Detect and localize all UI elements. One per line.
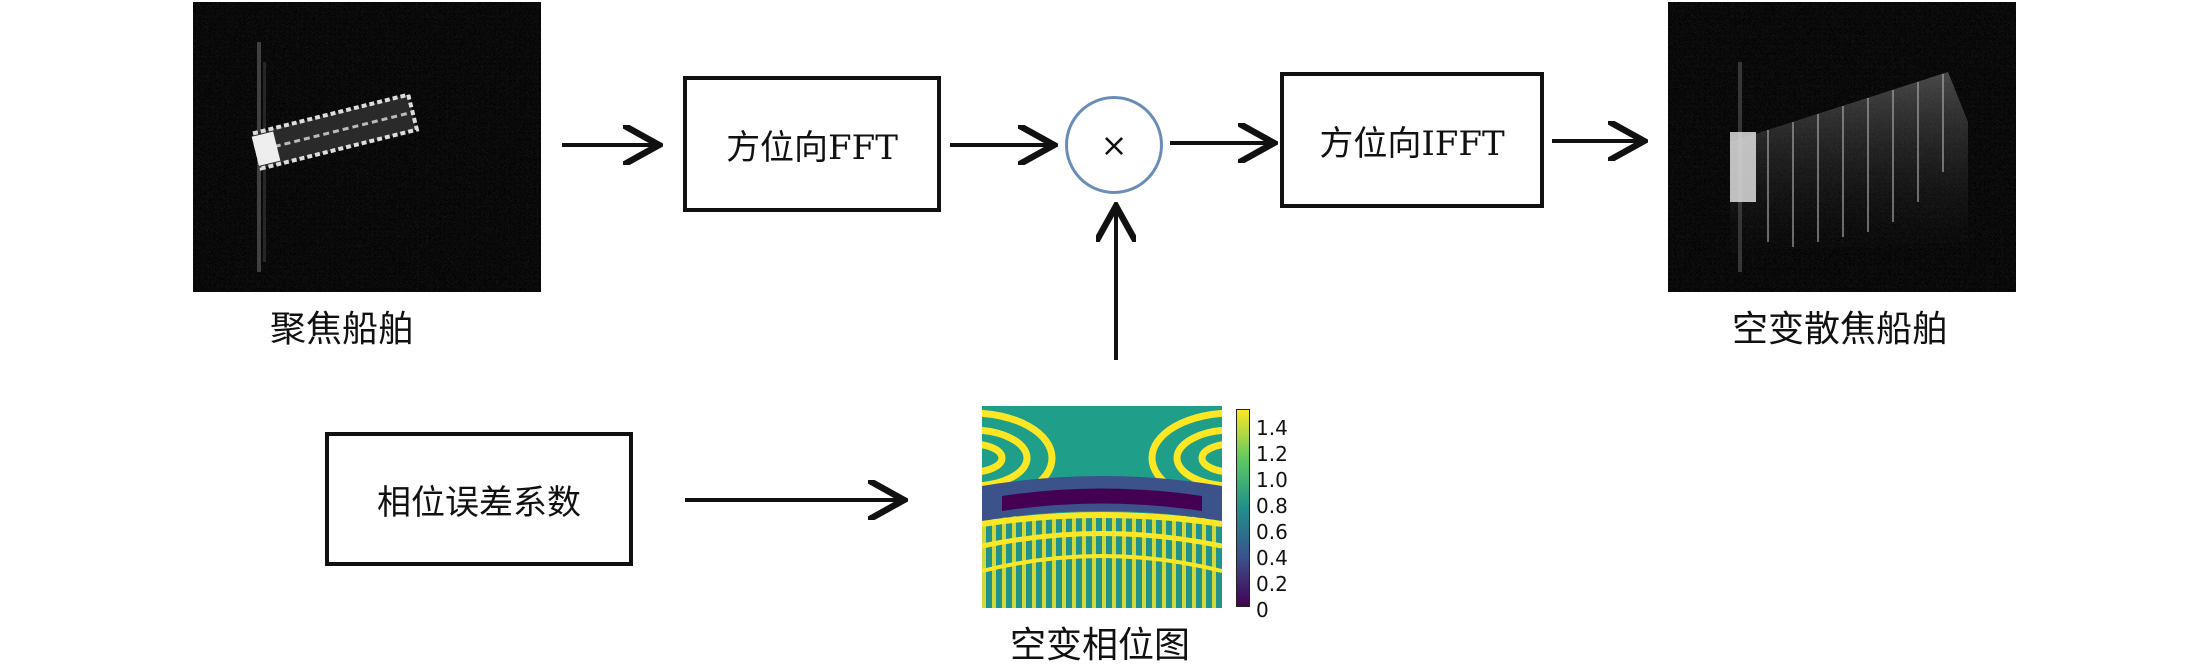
azimuth-ifft-box: 方位向IFFT [1280,72,1544,208]
colorbar-tick: 0.8 [1256,494,1288,518]
multiply-node: × [1065,96,1163,194]
space-variant-phase-caption: 空变相位图 [1010,625,1191,666]
azimuth-fft-label: 方位向FFT [726,127,898,168]
defocused-ship-image [1668,2,2016,292]
defocused-ship-caption: 空变散焦船舶 [1732,309,1949,350]
phase-error-coeff-box: 相位误差系数 [325,432,633,566]
colorbar-tick: 0.6 [1256,520,1288,544]
colorbar-tick: 0 [1256,598,1269,622]
azimuth-ifft-label: 方位向IFFT [1319,123,1505,164]
space-variant-phase-map [982,406,1222,608]
colorbar-tick: 0.2 [1256,572,1288,596]
colorbar-tick: 1.4 [1256,416,1288,440]
focused-ship-image [193,2,541,292]
multiply-symbol: × [1100,126,1128,164]
colorbar-tick: 1.2 [1256,442,1288,466]
focused-ship-caption: 聚焦船舶 [270,309,415,350]
focused-ship-graphic [193,2,541,292]
colorbar [1236,409,1250,607]
phase-map-graphic [982,406,1222,608]
defocused-ship-graphic [1668,2,2016,292]
colorbar-tick: 1.0 [1256,468,1288,492]
colorbar-tick: 0.4 [1256,546,1288,570]
azimuth-fft-box: 方位向FFT [683,76,941,212]
phase-error-coeff-label: 相位误差系数 [377,482,581,523]
